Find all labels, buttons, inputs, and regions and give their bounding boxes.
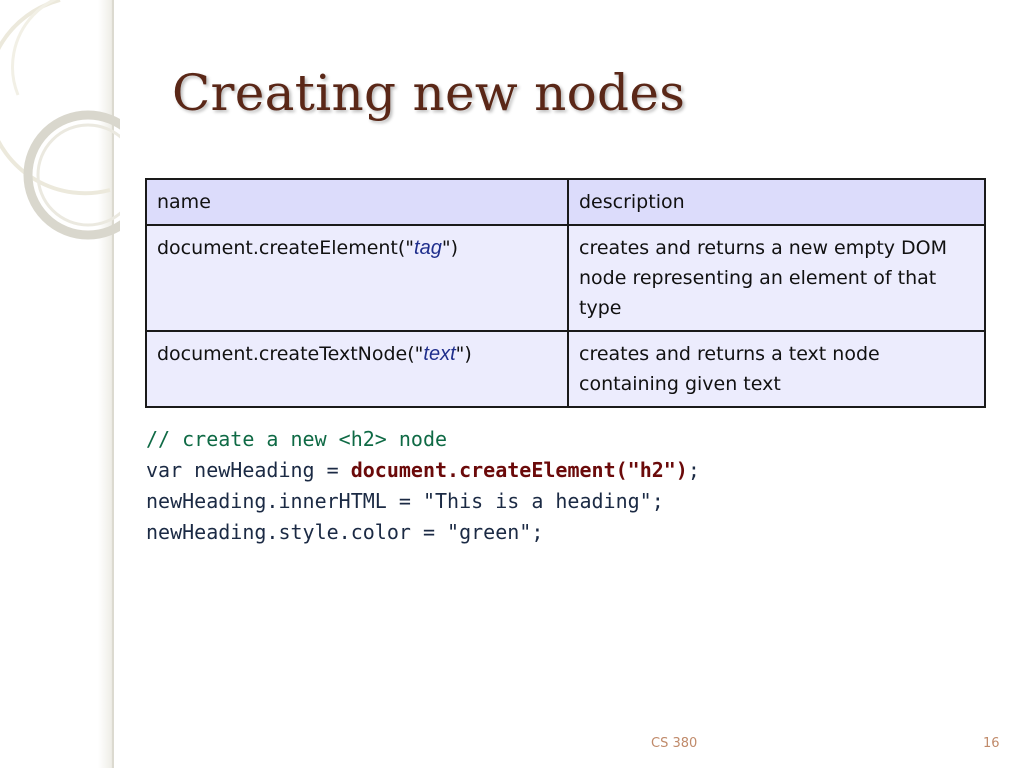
code-line-2-highlight: document.createElement("h2") — [350, 458, 688, 482]
code-example: // create a new <h2> node var newHeading… — [146, 424, 700, 548]
decorative-rings — [0, 0, 120, 240]
slide-title: Creating new nodes — [172, 64, 686, 122]
method-argument: text — [423, 343, 456, 365]
header-name: name — [145, 178, 569, 226]
footer-course-label: CS 380 — [651, 736, 698, 751]
code-line-3: newHeading.innerHTML = "This is a headin… — [146, 489, 664, 513]
dom-methods-table: name description document.createElement(… — [145, 178, 986, 408]
method-name-prefix: document.createElement(" — [157, 237, 415, 259]
footer-page-number: 16 — [983, 736, 1000, 751]
table-header-row: name description — [145, 178, 986, 226]
code-line-2-prefix: var newHeading = — [146, 458, 351, 482]
table-row: document.createTextNode("text") creates … — [145, 330, 986, 408]
method-description-cell: creates and returns a new empty DOM node… — [567, 224, 986, 332]
method-argument: tag — [414, 237, 442, 259]
left-panel-divider — [112, 0, 114, 768]
method-description-cell: creates and returns a text node containi… — [567, 330, 986, 408]
method-name-cell: document.createElement("tag") — [145, 224, 569, 332]
code-comment: // create a new <h2> node — [146, 427, 448, 451]
code-line-2-suffix: ; — [687, 458, 700, 482]
code-line-4: newHeading.style.color = "green"; — [146, 520, 544, 544]
method-name-suffix: ") — [455, 343, 472, 365]
header-description: description — [567, 178, 986, 226]
method-name-prefix: document.createTextNode(" — [157, 343, 424, 365]
method-name-suffix: ") — [441, 237, 458, 259]
method-name-cell: document.createTextNode("text") — [145, 330, 569, 408]
table-row: document.createElement("tag") creates an… — [145, 224, 986, 332]
